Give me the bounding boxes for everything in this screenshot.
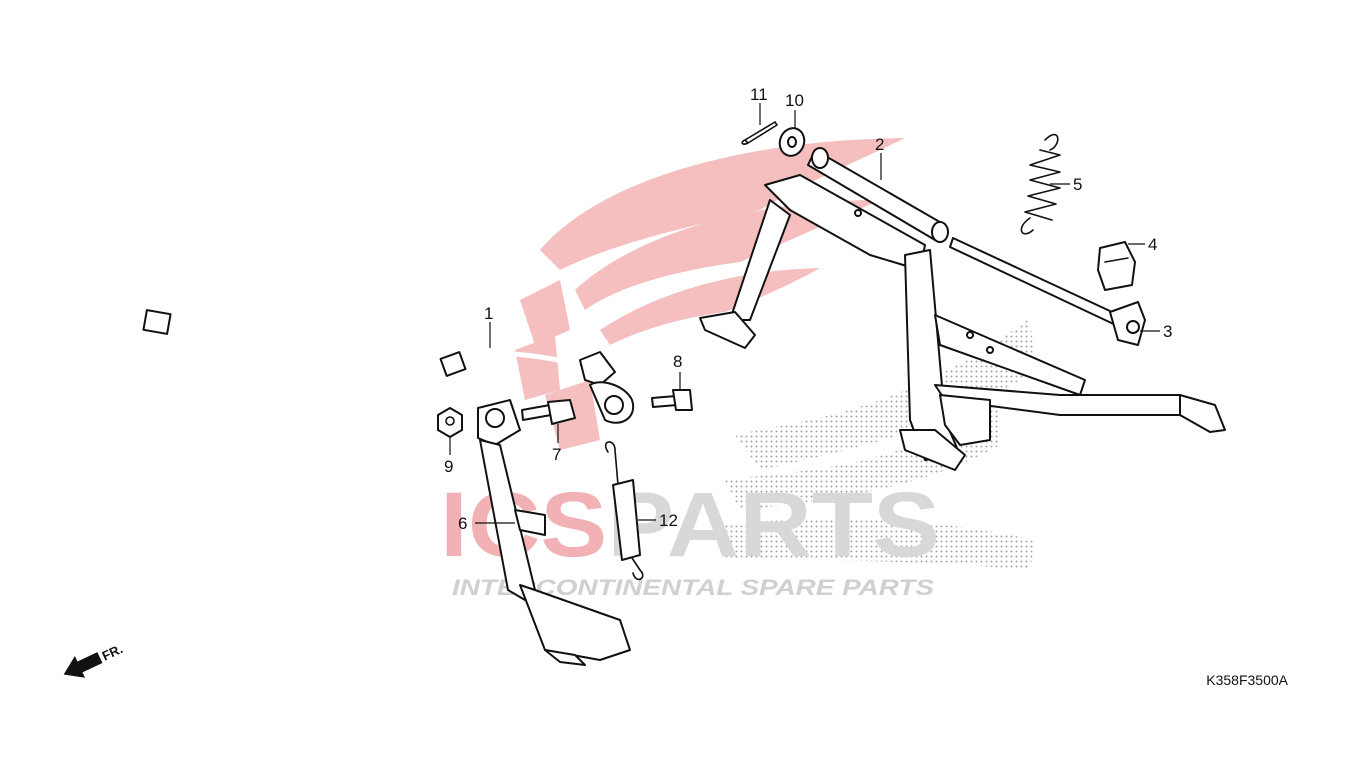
callout-4: 4 bbox=[1148, 235, 1157, 254]
callout-6: 6 bbox=[458, 514, 467, 533]
part-2-main-stand bbox=[699, 147, 1226, 471]
callout-5: 5 bbox=[1073, 175, 1082, 194]
part-7-pivot-bolt bbox=[521, 399, 576, 425]
part-3-pivot-shaft bbox=[949, 237, 1146, 346]
part-5-main-stand-spring bbox=[1020, 133, 1061, 235]
watermark-brand-rest: PARTS bbox=[607, 474, 940, 576]
callout-1: 1 bbox=[484, 304, 493, 323]
part-12-side-stand-spring bbox=[604, 441, 644, 581]
svg-text:ICSPARTS: ICSPARTS bbox=[440, 474, 940, 576]
front-arrow-label: FR. bbox=[100, 641, 125, 663]
part-8-bolt bbox=[651, 389, 693, 411]
part-11-cotter-pin bbox=[741, 121, 778, 145]
part-4-rubber-stopper bbox=[1097, 241, 1136, 291]
callout-9: 9 bbox=[444, 457, 453, 476]
part-6-side-stand bbox=[477, 399, 631, 666]
drawing-code: K358F3500A bbox=[1206, 672, 1288, 688]
callout-7: 7 bbox=[552, 445, 561, 464]
wing-logo bbox=[515, 138, 905, 450]
callout-12: 12 bbox=[659, 511, 678, 530]
callout-leaders bbox=[449, 103, 1160, 524]
watermark: ICSPARTS INTERCONTINENTAL SPARE PARTS bbox=[440, 138, 1035, 600]
part-9-nut bbox=[437, 407, 463, 438]
part-1-cable bbox=[142, 309, 635, 452]
callout-3: 3 bbox=[1163, 322, 1172, 341]
callout-numbers: 1 2 3 4 5 6 7 8 9 10 11 12 bbox=[444, 85, 1172, 533]
part-10-washer bbox=[778, 127, 806, 157]
front-arrow-icon bbox=[63, 652, 103, 678]
callout-2: 2 bbox=[875, 135, 884, 154]
dotted-emblem bbox=[720, 318, 1035, 570]
callout-8: 8 bbox=[673, 352, 682, 371]
callout-10: 10 bbox=[785, 91, 804, 110]
callout-11: 11 bbox=[750, 85, 768, 104]
front-direction-indicator: FR. bbox=[63, 641, 125, 678]
